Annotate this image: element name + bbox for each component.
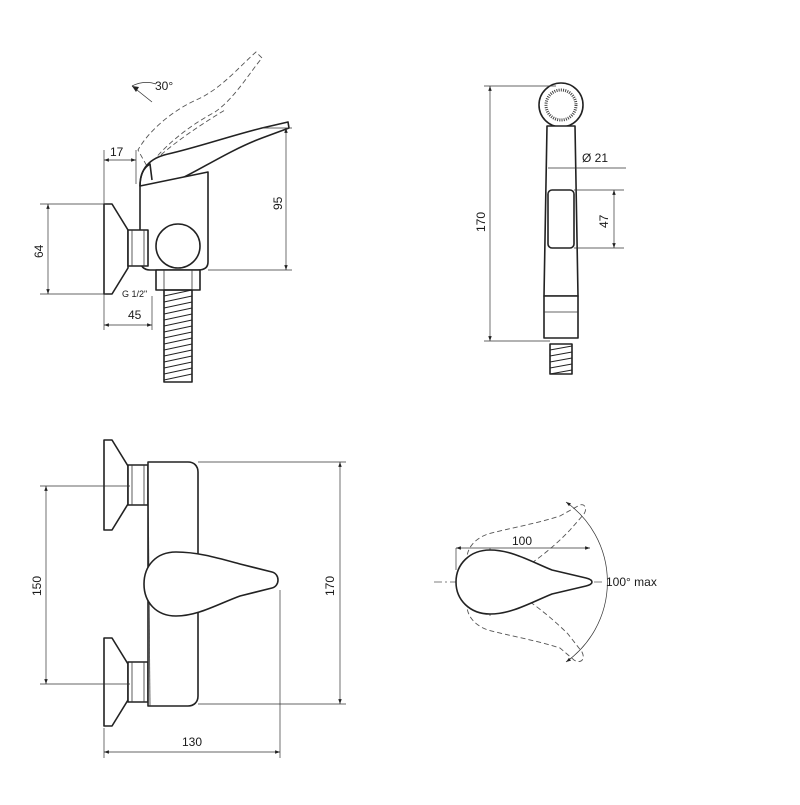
hose-nut	[155, 269, 201, 291]
front-dim-130-label: 130	[182, 735, 202, 749]
angle-arrow	[132, 86, 139, 92]
top-lever[interactable]	[455, 549, 593, 615]
dim-95-label: 95	[271, 196, 285, 210]
angle-arc	[131, 82, 157, 103]
rotation-label: 100° max	[606, 575, 657, 589]
front-view: 150 170 130	[30, 439, 346, 758]
front-lever[interactable]	[143, 551, 279, 617]
side-view: 30° 17 95	[32, 51, 292, 383]
shower-diameter-label: Ø 21	[582, 151, 608, 165]
lower-nut	[127, 661, 149, 703]
upper-nut	[127, 464, 149, 506]
top-view: 100° max 100	[434, 501, 657, 663]
lever[interactable]	[139, 121, 290, 189]
hand-shower-view: 170 Ø 21 47	[474, 82, 626, 375]
hose	[163, 289, 193, 383]
dim-17-label: 17	[110, 145, 124, 159]
dim-45-label: 45	[128, 308, 142, 322]
upper-wall-flange	[103, 439, 129, 531]
front-dim-170-label: 170	[323, 576, 337, 596]
connector-nut	[127, 229, 149, 267]
thread-label: G 1/2"	[122, 289, 147, 299]
lever-cap	[139, 163, 153, 187]
top-dim-100-label: 100	[512, 534, 532, 548]
lever-raised-outline	[137, 51, 263, 169]
lever-raised-inner	[154, 109, 226, 161]
angle-label: 30°	[155, 79, 173, 93]
wall-flange	[103, 203, 129, 295]
diverter-knob[interactable]	[155, 223, 201, 269]
rotation-arc	[565, 501, 608, 663]
lower-wall-flange	[103, 637, 129, 727]
shower-sleeve	[543, 295, 579, 339]
shower-trigger-button[interactable]	[547, 189, 575, 249]
shower-head-nozzles	[544, 88, 578, 122]
shower-dim-47-label: 47	[597, 214, 611, 228]
dim-64-label: 64	[32, 244, 46, 258]
shower-dim-170-label: 170	[474, 212, 488, 232]
front-dim-150-label: 150	[30, 576, 44, 596]
